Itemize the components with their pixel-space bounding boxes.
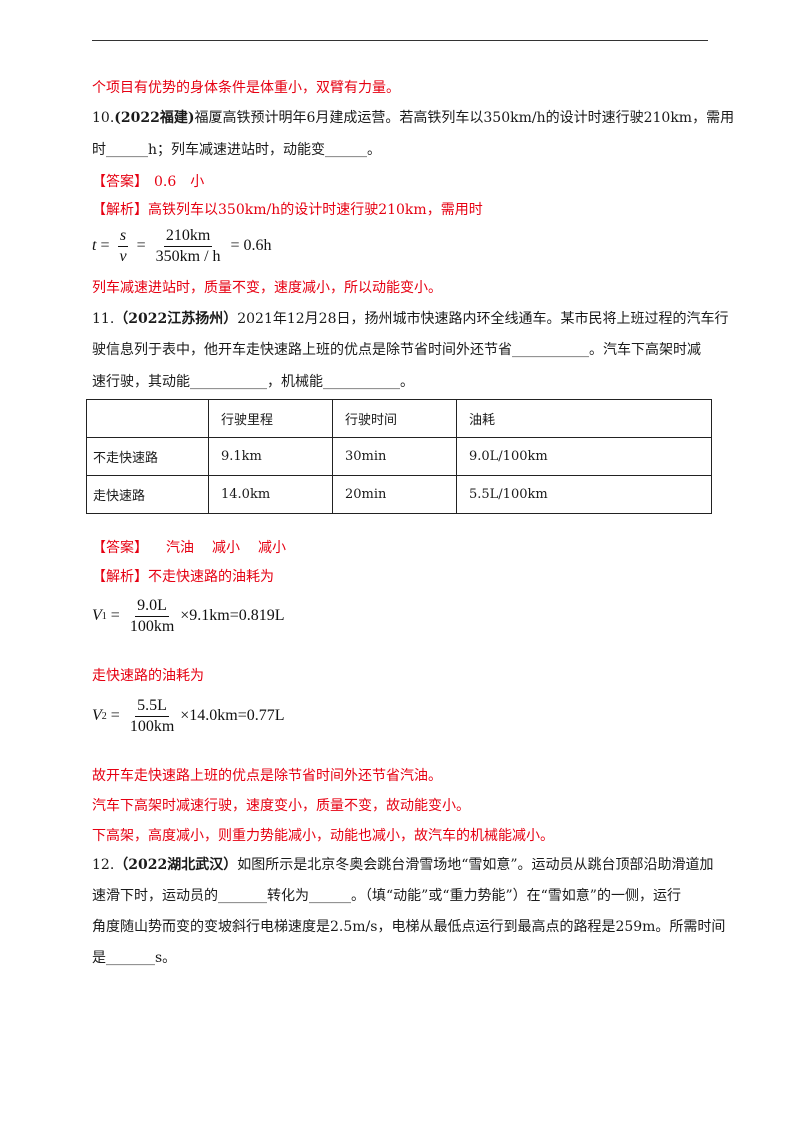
table-cell: 9.1km — [208, 437, 333, 476]
formula-subscript: 1 — [101, 610, 107, 622]
answer-label: 【答案】 — [92, 540, 148, 556]
q11-conclusion-2: 汽车下高架时减速行驶，速度变小，质量不变，故动能变小。 — [92, 798, 470, 814]
q10-answer-2: 小 — [190, 174, 205, 190]
formula-result: ×9.1km=0.819L — [180, 607, 285, 624]
fraction-numerator: 5.5L — [135, 697, 169, 717]
fraction-denominator: 100km — [129, 717, 175, 735]
table-cell: 30min — [332, 437, 457, 476]
formula-equals: = — [96, 237, 114, 254]
q12-line4: 是_______s。 — [92, 950, 177, 966]
analysis-label: 【解析】 — [92, 202, 148, 218]
q10-answer-1: 0.6 — [154, 174, 177, 190]
table-row: 不走快速路 9.1km 30min 9.0L/100km — [86, 437, 712, 476]
fraction-numerator: 9.0L — [135, 597, 169, 617]
formula-equals: = — [106, 607, 124, 624]
q12-line3: 角度随山势而变的变坡斜行电梯速度是2.5m/s，电梯从最低点运行到最高点的路程是… — [92, 919, 726, 935]
analysis-label: 【解析】 — [92, 569, 148, 585]
fraction-distance-over-speed: 210km 350km / h — [154, 227, 223, 266]
table-cell: 9.0L/100km — [456, 437, 712, 476]
fraction-s-over-v: s v — [117, 227, 129, 266]
table-header-cell: 行驶里程 — [208, 399, 333, 438]
fraction-consumption-rate: 9.0L 100km — [128, 597, 176, 636]
q11-conclusion-3: 下高架，高度减小，则重力势能减小，动能也减小，故汽车的机械能减小。 — [92, 828, 554, 844]
q11-line3: 速行驶，其动能___________，机械能___________。 — [92, 374, 414, 390]
q10-line1: 10.(2022福建)福厦高铁预计明年6月建成运营。若高铁列车以350km/h的… — [92, 108, 734, 128]
formula-subscript: 2 — [101, 710, 107, 722]
q11-answer-3: 减小 — [258, 540, 286, 556]
answer-label: 【答案】 — [92, 174, 148, 190]
formula-result: ×14.0km=0.77L — [180, 707, 285, 724]
q11-answer-2: 减小 — [212, 540, 240, 556]
fuel-table: 行驶里程 行驶时间 油耗 不走快速路 9.1km 30min 9.0L/100k… — [86, 399, 712, 514]
q11-conclusion-1: 故开车走快速路上班的优点是除节省时间外还节省汽油。 — [92, 768, 442, 784]
intro-text: 个项目有优势的身体条件是体重小，双臂有力量。 — [92, 80, 400, 96]
q12-text: 如图所示是北京冬奥会跳台滑雪场地“雪如意”。运动员从跳台顶部沿助滑道加 — [237, 857, 714, 873]
table-header-cell — [86, 399, 209, 438]
fraction-numerator: 210km — [163, 227, 213, 247]
q11-line1: 11.（2022江苏扬州）2021年12月28日，扬州城市快速路内环全线通车。某… — [92, 309, 729, 329]
table-cell: 5.5L/100km — [456, 475, 712, 514]
q10-formula: t = s v = 210km 350km / h = 0.6h — [92, 224, 272, 268]
q10-source: (2022福建) — [114, 110, 195, 126]
q10-analysis: 【解析】高铁列车以350km/h的设计时速行驶210km，需用时 — [92, 200, 712, 220]
table-cell: 20min — [332, 475, 457, 514]
formula-equals: = — [106, 707, 124, 724]
q10-answer: 【答案】 0.6 小 — [92, 172, 712, 192]
table-header-cell: 行驶时间 — [332, 399, 457, 438]
fraction-denominator: v — [119, 247, 127, 265]
fraction-denominator: 350km / h — [155, 247, 221, 265]
q12-source: （2022湖北武汉） — [114, 857, 238, 873]
q11-source: （2022江苏扬州） — [114, 311, 238, 327]
q10-line2: 时______h；列车减速进站时，动能变______。 — [92, 142, 382, 158]
table-cell: 14.0km — [208, 475, 333, 514]
table-header-cell: 油耗 — [456, 399, 712, 438]
formula-lhs: V — [92, 607, 102, 624]
q11-text: 2021年12月28日，扬州城市快速路内环全线通车。某市民将上班过程的汽车行 — [237, 311, 729, 327]
formula-equals: = — [132, 237, 150, 254]
formula-result: = 0.6h — [226, 237, 272, 254]
q11-line2: 驶信息列于表中，他开车走快速路上班的优点是除节省时间外还节省__________… — [92, 342, 701, 358]
formula-lhs: t — [92, 237, 97, 254]
fraction-numerator: s — [117, 227, 129, 247]
fraction-consumption-rate: 5.5L 100km — [128, 697, 176, 736]
q11-analysis-text: 不走快速路的油耗为 — [148, 569, 274, 585]
q12-line1: 12.（2022湖北武汉）如图所示是北京冬奥会跳台滑雪场地“雪如意”。运动员从跳… — [92, 855, 714, 875]
q11-analysis: 【解析】不走快速路的油耗为 — [92, 567, 712, 587]
q10-text: 福厦高铁预计明年6月建成运营。若高铁列车以350km/h的设计时速行驶210km… — [194, 110, 735, 126]
fraction-denominator: 100km — [129, 617, 175, 635]
q12-number: 12. — [92, 857, 115, 873]
q11-answer: 【答案】 汽油 减小 减小 — [92, 538, 712, 558]
q12-line2: 速滑下时，运动员的_______转化为______。（填“动能”或“重力势能”）… — [92, 888, 681, 904]
q11-number: 11. — [92, 311, 115, 327]
table-cell: 不走快速路 — [86, 437, 209, 476]
q11-mid-text: 走快速路的油耗为 — [92, 668, 204, 684]
table-header-row: 行驶里程 行驶时间 油耗 — [86, 399, 712, 438]
formula-lhs: V — [92, 707, 102, 724]
header-rule — [92, 40, 708, 41]
table-cell: 走快速路 — [86, 475, 209, 514]
q11-answer-1: 汽油 — [166, 540, 194, 556]
q10-number: 10. — [92, 110, 115, 126]
q10-conclusion: 列车减速进站时，质量不变，速度减小，所以动能变小。 — [92, 280, 442, 296]
q10-analysis-text: 高铁列车以350km/h的设计时速行驶210km，需用时 — [148, 202, 483, 218]
table-row: 走快速路 14.0km 20min 5.5L/100km — [86, 475, 712, 514]
